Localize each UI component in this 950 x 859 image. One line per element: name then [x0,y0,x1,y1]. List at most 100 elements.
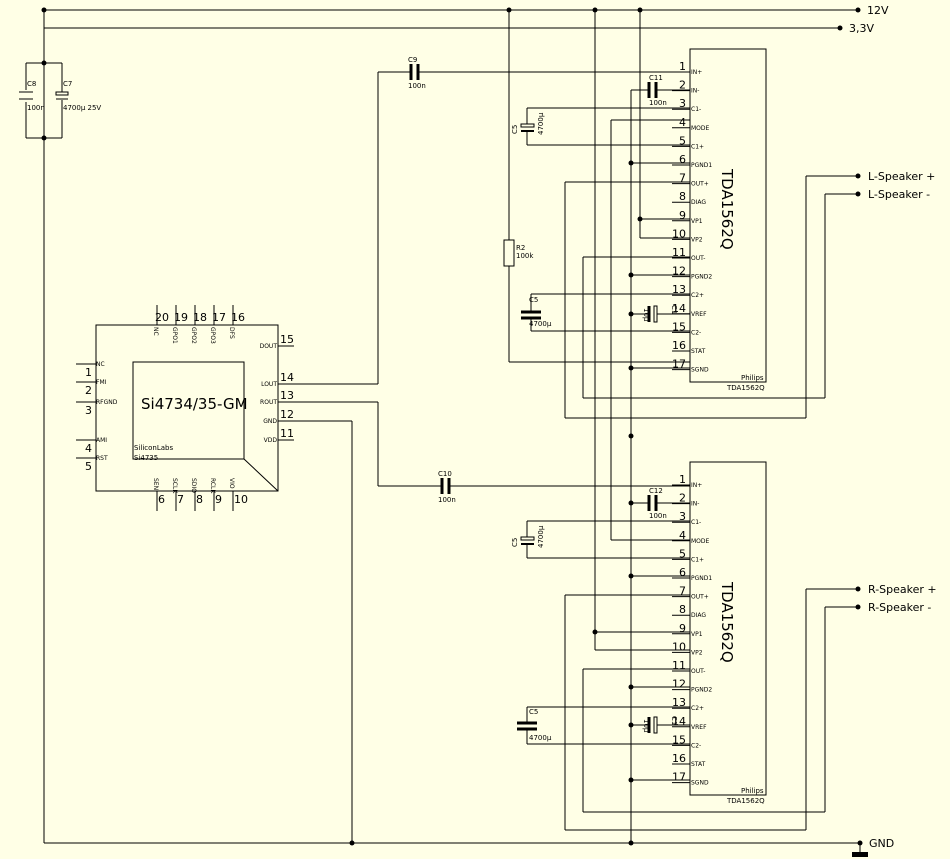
rail-12v-label: 12V [867,4,889,17]
radio-pin-name: RST [96,455,108,462]
amp-pin-number: 16 [672,752,686,765]
amp-pin-name: DIAG [691,199,706,206]
amp-pin-number: 11 [672,659,686,672]
amp-pin-number: 15 [672,733,686,746]
radio-pin-number: 16 [231,311,245,324]
radio-pin-name: GPO2 [190,327,197,344]
c9-value: 100n [408,82,426,90]
amp-pin-number: 7 [679,172,686,185]
radio-pin-name: RFGND [96,399,118,406]
amp-pin-number: 16 [672,339,686,352]
radio-pin-name: NC [96,361,105,368]
amp-pin-name: PGND2 [691,274,712,281]
amp-left-part: TDA1562Q [726,384,765,392]
c8-ref: C8 [27,80,36,88]
amp-pin-number: 9 [679,209,686,222]
radio-pin-number: 17 [212,311,226,324]
amp-pin-name: PGND1 [691,575,712,582]
amp-pin-number: 13 [672,283,686,296]
c5d-ref: C5 [529,708,538,716]
radio-pin-number: 12 [280,408,294,421]
decoupling-caps: C8 100n C7 4700µ 25V [19,7,101,843]
amp-pin-number: 6 [679,153,686,166]
amp-pin-name: VP1 [691,631,703,638]
radio-pin-name: SCLK [171,478,178,494]
amp-pin-name: OUT- [691,668,705,675]
amp-pin-number: 5 [679,134,686,147]
c9-ref: C9 [408,56,417,64]
radio-pin-number: 13 [280,389,294,402]
amp-pin-name: VREF [691,724,707,731]
amp-pin-number: 17 [672,358,686,371]
radio-pin-name: VIO [228,478,235,489]
amp-pin-name: MODE [691,125,710,132]
radio-chip: Si4734/35-GM SiliconLabs Si4735 1NC2FMI3… [76,305,294,511]
amp-pin-name: SGND [691,780,709,787]
c5b-value: 4700µ [529,320,552,328]
amp-pin-number: 8 [679,603,686,616]
amp-pin-name: DIAG [691,612,706,619]
c1-amp1-vref: C1 10µ [631,305,690,323]
radio-pin-name: SEN [152,478,159,490]
amp-pin-name: VP2 [691,236,703,243]
amp-pin-number: 3 [679,510,686,523]
net-lout: C9 100n [294,56,690,385]
amp-pin-name: IN+ [691,69,702,76]
radio-pin-name: ROUT [260,399,277,406]
amp-pin-name: IN+ [691,482,702,489]
amp-pin-name: MODE [691,538,710,545]
mode-net [610,119,690,541]
c12-value: 100n [649,512,667,520]
radio-pins: 1NC2FMI3RFGND4AMI5RST15DOUT14LOUT13ROUT1… [76,305,294,511]
amp-pin-number: 2 [679,79,686,92]
amp-pin-number: 11 [672,246,686,259]
radio-pin-name: VDD [264,437,278,444]
r-speaker-minus-label: R-Speaker - [868,601,931,614]
c1a-value: 10µ [642,308,650,322]
amp-pin-name: OUT+ [691,181,709,188]
radio-pin-name: AMI [96,437,107,444]
r-speaker-plus-label: R-Speaker + [868,583,937,596]
radio-pin-number: 18 [193,311,207,324]
c1-amp2-vref: C1 10µ [631,716,690,734]
amp-pin-name: VREF [691,311,707,318]
l-speaker-plus-label: L-Speaker + [868,170,935,183]
c10-value: 100n [438,496,456,504]
amp-pin-name: C2- [691,742,701,749]
radio-pin-name: GND [263,418,277,425]
radio-chip-title: Si4734/35-GM [141,395,248,413]
radio-pin-number: 2 [85,384,92,397]
radio-pin-name: RCLK [209,478,216,494]
c11-ref: C11 [649,74,663,82]
amp-pin-name: PGND1 [691,162,712,169]
radio-pin-number: 11 [280,427,294,440]
amp-pin-number: 12 [672,265,686,278]
amp-pin-name: PGND2 [691,687,712,694]
radio-pin-number: 5 [85,460,92,473]
amp-pin-name: STAT [691,761,706,768]
amp-pin-number: 14 [672,302,686,315]
amp-pin-number: 1 [679,60,686,73]
r2-network: R2 100k [503,7,690,363]
amp-pin-number: 10 [672,640,686,653]
amp-pin-name: OUT- [691,255,705,262]
radio-chip-part: Si4735 [134,454,158,462]
amp-pin-name: C2- [691,329,701,336]
radio-chip-maker: SiliconLabs [134,444,173,452]
amp-pin-number: 13 [672,696,686,709]
amp-pin-name: C1+ [691,143,704,150]
amp-left-maker: Philips [741,374,764,382]
c5c-ref: C5 [511,538,519,547]
r2-value: 100k [516,252,534,260]
rail-gnd-label: GND [869,837,894,850]
c7-value: 4700µ 25V [63,104,101,112]
amp-pin-number: 7 [679,585,686,598]
c5d-value: 4700µ [529,734,552,742]
radio-pin-name: DOUT [260,343,278,350]
radio-pin-number: 3 [85,404,92,417]
